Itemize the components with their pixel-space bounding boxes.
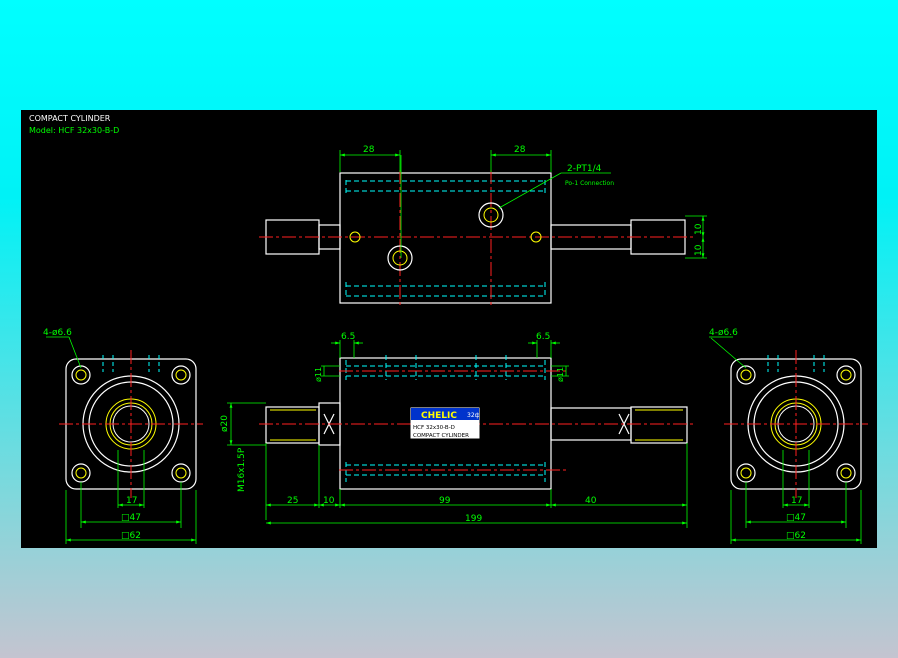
front-dim-40: 40 <box>585 496 597 506</box>
left-end-view: 4-ø6.6 17 □47 □62 <box>43 328 203 544</box>
front-dim-left-top: 6.5 <box>341 332 355 342</box>
front-dim-199: 199 <box>465 514 482 524</box>
front-view: CHELIC 32ф HCF 32x30-B-D COMPACT CYLINDE… <box>220 332 696 528</box>
right-dim-outer: □62 <box>786 531 806 541</box>
front-dim-rod: ø20 <box>220 415 230 432</box>
front-plate-brand-sub: 32ф <box>467 412 480 419</box>
left-holes-callout: 4-ø6.6 <box>43 328 72 338</box>
front-dim-dia-right: ø11 <box>556 367 565 382</box>
right-holes-callout: 4-ø6.6 <box>709 328 738 338</box>
right-dim-mid: □47 <box>786 513 806 523</box>
top-hidden-lines <box>345 180 546 298</box>
front-plate-model: HCF 32x30-B-D <box>413 425 455 431</box>
right-dim-inner: 17 <box>791 496 802 506</box>
top-ports <box>349 202 542 271</box>
cad-drawing-canvas: COMPACT CYLINDER Model: HCF 32x30-B-D <box>21 110 877 548</box>
front-dim-99: 99 <box>439 496 451 506</box>
left-dim-mid: □47 <box>121 513 141 523</box>
top-dim-left: 28 <box>363 145 375 155</box>
front-dim-dia-left: ø11 <box>314 367 323 382</box>
front-dim-25: 25 <box>287 496 298 506</box>
front-dim-right-top: 6.5 <box>536 332 550 342</box>
top-port-note: Po-1 Connection <box>565 180 614 187</box>
cad-drawing: COMPACT CYLINDER Model: HCF 32x30-B-D <box>29 114 868 544</box>
front-plate-name: COMPACT CYLINDER <box>413 433 469 439</box>
front-label-plate-band <box>411 408 479 420</box>
drawing-model: Model: HCF 32x30-B-D <box>29 126 119 135</box>
top-dim-side-2: 10 <box>694 244 704 256</box>
front-plate-brand: CHELIC <box>421 411 457 421</box>
top-dimension-lines <box>339 150 707 259</box>
top-view: 28 28 2-PT1/4 Po-1 Connection 10 10 <box>259 145 707 305</box>
left-dim-inner: 17 <box>126 496 137 506</box>
top-port-callout: 2-PT1/4 <box>567 164 602 174</box>
left-dim-outer: □62 <box>121 531 141 541</box>
top-dim-side-1: 10 <box>694 223 704 235</box>
top-dim-right: 28 <box>514 145 526 155</box>
right-end-view: 4-ø6.6 17 □47 □62 <box>709 328 868 544</box>
drawing-title: COMPACT CYLINDER <box>29 114 111 123</box>
front-dim-10: 10 <box>323 496 335 506</box>
front-thread-callout: M16x1.5P <box>237 447 247 492</box>
top-body-outline <box>339 172 552 304</box>
